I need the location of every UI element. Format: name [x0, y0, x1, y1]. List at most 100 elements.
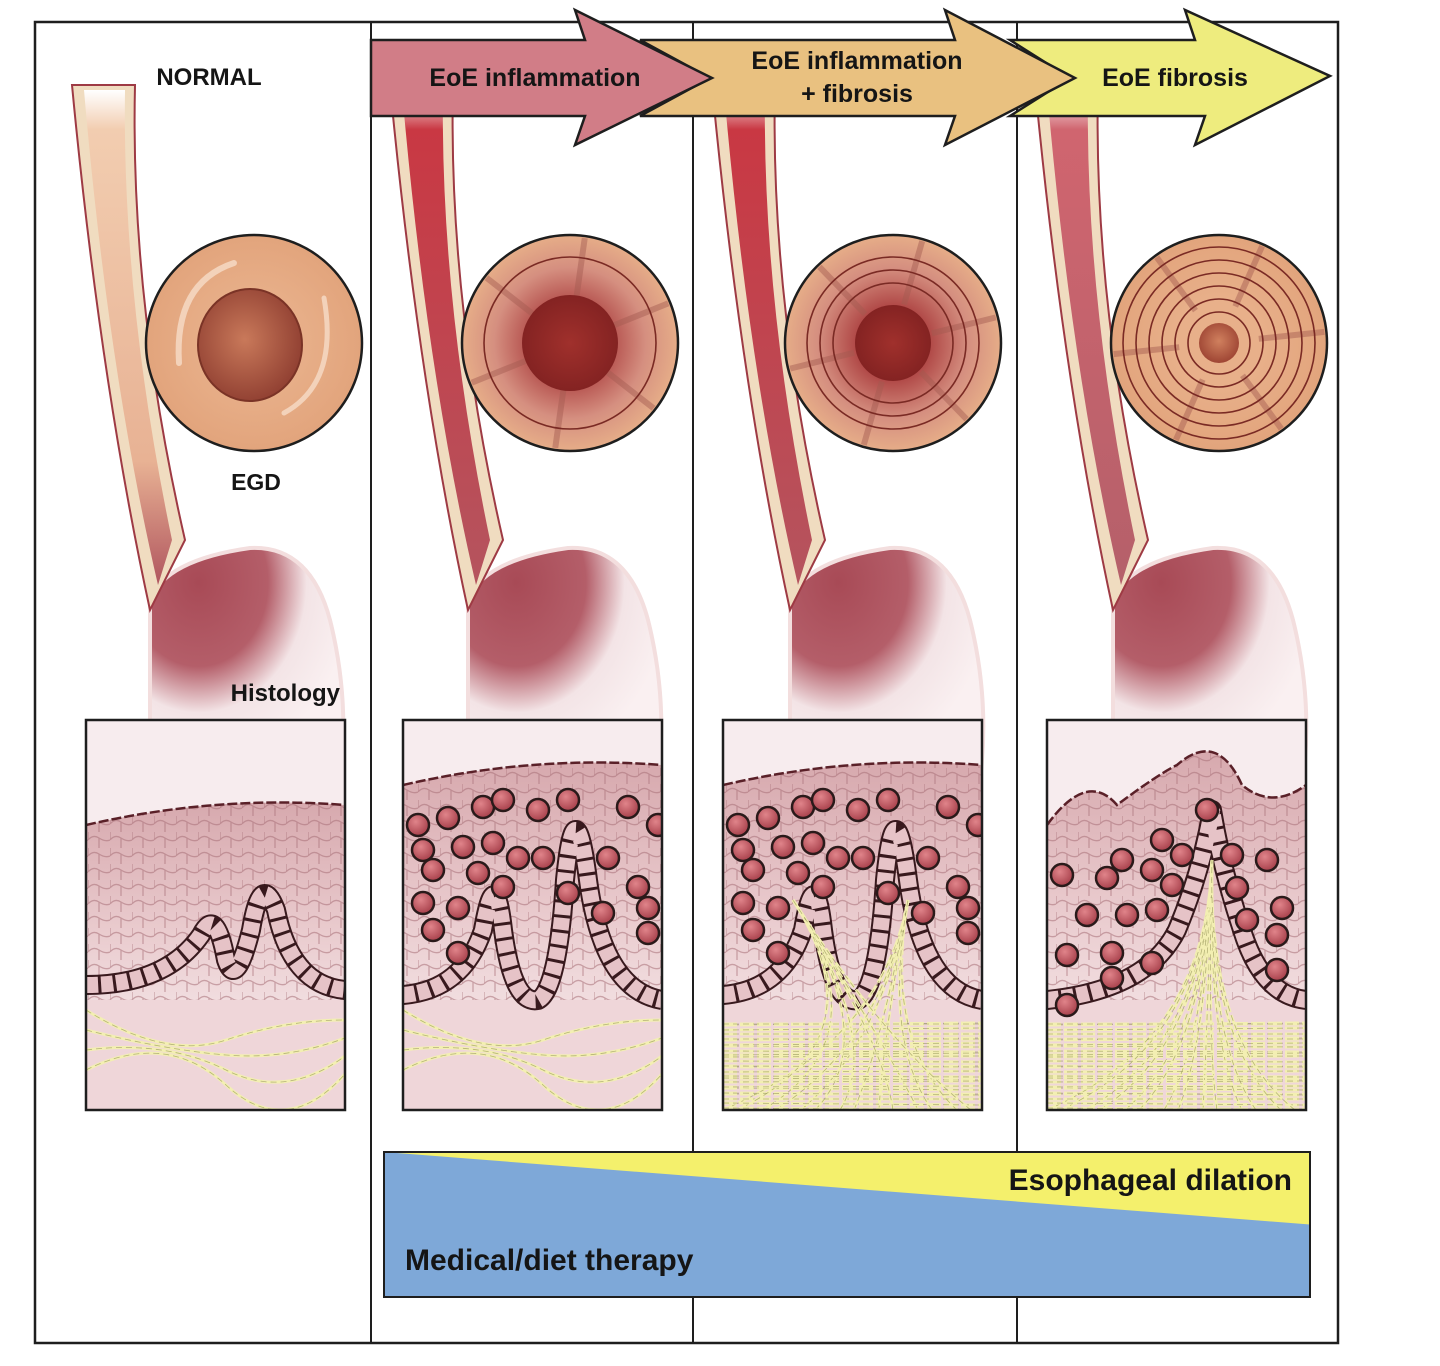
egd-views	[144, 233, 1329, 453]
eosinophil	[465, 860, 491, 886]
collagen-fiber-edge	[723, 1055, 982, 1058]
eosinophil	[1264, 922, 1290, 948]
eosinophil	[1099, 965, 1125, 991]
eosinophil	[1094, 865, 1120, 891]
egd-ring	[1174, 298, 1264, 388]
histology-panels	[84, 718, 1308, 1112]
esophagus-lumen	[724, 90, 812, 585]
egd-ring	[1187, 311, 1251, 375]
esophagus-lumen	[402, 90, 490, 585]
eosinophil	[1139, 950, 1165, 976]
egd-lumen	[1199, 323, 1239, 363]
collagen-fiber-edge	[723, 1052, 982, 1056]
eosinophil	[1099, 940, 1125, 966]
basal-cells	[403, 822, 662, 1009]
panel-frames	[33, 20, 1340, 1345]
egd-highlight	[175, 260, 237, 366]
egd-ring	[1161, 285, 1277, 401]
collagen-fiber-edge	[86, 1029, 345, 1057]
basal-cells	[723, 822, 982, 1009]
eosinophil	[875, 880, 901, 906]
egd-ring	[1122, 246, 1316, 440]
esophagus-lumen	[1047, 90, 1135, 585]
collagen-fiber-edge	[723, 1070, 982, 1073]
collagen-fiber-edge	[723, 1027, 982, 1031]
egd-furrow	[1173, 378, 1206, 442]
eosinophil	[450, 834, 476, 860]
collagen-fiber-edge	[403, 1029, 662, 1057]
egd-furrow	[484, 275, 541, 321]
collagen-fiber-edge	[1047, 1065, 1306, 1068]
collagen-fiber-edge	[1047, 1052, 1306, 1056]
egd-furrow	[605, 300, 670, 331]
collagen-fiber-edge	[1047, 1085, 1306, 1088]
collagen-fiber-edge	[1047, 1077, 1306, 1081]
collagen-fiber-edge	[86, 1047, 345, 1083]
egd-furrow	[552, 382, 568, 449]
egd-furrow	[1258, 328, 1325, 342]
eosinophil	[405, 812, 431, 838]
eosinophil	[525, 797, 551, 823]
eosinophil	[410, 837, 436, 863]
eosinophil	[850, 845, 876, 871]
eosinophil	[810, 787, 836, 813]
egd-furrow	[1154, 255, 1198, 313]
epithelial-surface	[1047, 750, 1306, 826]
eosinophil	[1139, 857, 1165, 883]
egd-ring	[483, 256, 657, 430]
eosinophil	[1254, 847, 1280, 873]
eosinophil	[470, 794, 496, 820]
therapy-bar-border	[383, 1151, 1311, 1298]
eosinophil	[955, 920, 981, 946]
eosinophil	[445, 895, 471, 921]
therapy-bar: Esophageal dilation Medical/diet therapy	[383, 1151, 1311, 1298]
egd-ring	[1148, 272, 1290, 414]
collagen-fiber-edge	[723, 1075, 982, 1078]
eosinophil	[730, 890, 756, 916]
eosinophil	[1114, 902, 1140, 928]
eosinophil	[410, 890, 436, 916]
eosinophil	[725, 812, 751, 838]
eosinophil	[800, 830, 826, 856]
eosinophil	[635, 895, 661, 921]
eosinophil	[755, 805, 781, 831]
egd-circle-fibrosis	[1109, 233, 1329, 453]
collagen-fiber-edge	[792, 899, 845, 1110]
egd-lumen	[855, 305, 931, 381]
eosinophil	[1224, 875, 1250, 901]
eosinophil	[955, 895, 981, 921]
stage-title-inflammation-fibrosis-line1: EoE inflammation	[751, 47, 962, 75]
egd-lumen	[522, 295, 618, 391]
eosinophil	[625, 874, 651, 900]
eosinophil	[740, 857, 766, 883]
stage-title-normal: NORMAL	[156, 64, 261, 91]
egd-ring	[806, 256, 980, 430]
eosinophil	[915, 845, 941, 871]
stage-arrows: EoE inflammation EoE inflammation + fibr…	[369, 7, 1333, 148]
eosinophil	[420, 917, 446, 943]
collagen-fiber-edge	[1047, 1102, 1306, 1106]
eosinophil	[490, 787, 516, 813]
egd-circle-inflammation_fibrosis	[783, 233, 1003, 453]
collagen-fiber-edge	[1047, 1027, 1306, 1031]
egd-ring	[1135, 259, 1303, 427]
collagen-fiber-edge	[723, 1102, 982, 1106]
egd-furrow	[1232, 244, 1265, 308]
eosinophil	[530, 845, 556, 871]
collagen-fiber-edge	[761, 899, 832, 1110]
histology-frame	[84, 718, 347, 1112]
collagen-fiber-edge	[723, 1077, 982, 1081]
egd-furrow	[572, 237, 588, 304]
eosinophil	[1234, 907, 1260, 933]
eosinophil	[595, 845, 621, 871]
eosinophil	[590, 900, 616, 926]
dilation-wedge	[384, 1152, 1310, 1225]
eosinophil	[785, 860, 811, 886]
eosinophil	[740, 917, 766, 943]
egd-furrow	[470, 355, 535, 386]
histology-label: Histology	[231, 680, 341, 707]
eosinophil	[1159, 872, 1185, 898]
eosinophil	[790, 794, 816, 820]
eosinophil	[770, 834, 796, 860]
